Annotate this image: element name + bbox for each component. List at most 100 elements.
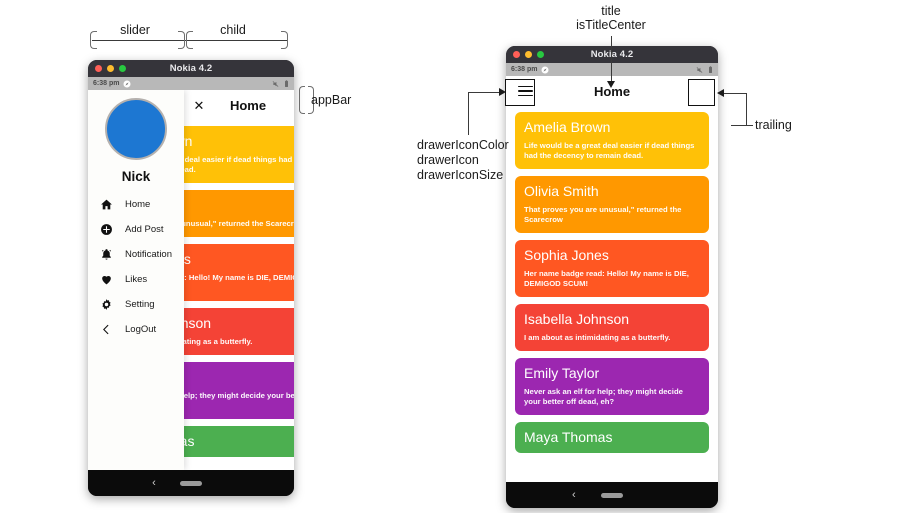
minimize-window-dot[interactable] bbox=[107, 65, 114, 72]
battery-icon bbox=[285, 79, 288, 87]
annotation-is-title-center: isTitleCenter bbox=[576, 18, 646, 32]
close-window-dot[interactable] bbox=[513, 51, 520, 58]
drawer-user-name: Nick bbox=[121, 169, 151, 184]
title-leader-arrow bbox=[607, 81, 615, 88]
annotation-child: child bbox=[220, 23, 246, 37]
list-item[interactable]: Emily Taylor Never ask an elf for help; … bbox=[515, 358, 709, 415]
drawer-item-label: Notification bbox=[125, 249, 172, 260]
right-window-titlebar: Nokia 4.2 bbox=[506, 46, 718, 63]
add-post-icon bbox=[100, 223, 113, 236]
list-item[interactable]: Sophia Jones Her name badge read: Hello!… bbox=[515, 240, 709, 297]
trailing-leader-horizontal-top bbox=[724, 93, 747, 94]
drawer-menu: Home Add Post bbox=[88, 198, 184, 336]
measure-cap-mid-b bbox=[186, 31, 193, 49]
drawer-item-label: LogOut bbox=[125, 324, 157, 335]
gear-icon bbox=[100, 298, 113, 311]
annotation-slider: slider bbox=[120, 23, 150, 37]
avatar[interactable] bbox=[105, 98, 167, 160]
window-traffic-lights[interactable] bbox=[513, 46, 544, 63]
drawer-icon-leader-arrow bbox=[499, 88, 506, 96]
annotation-drawer-icon: drawerIcon bbox=[417, 153, 479, 167]
list-item[interactable]: Isabella Johnson I am about as intimidat… bbox=[515, 304, 709, 351]
right-status-bar: 6:38 pm bbox=[506, 63, 718, 76]
card-name: Emily Taylor bbox=[524, 365, 600, 381]
drawer-item-likes[interactable]: Likes bbox=[100, 273, 184, 286]
drawer-icon-leader-horizontal bbox=[468, 92, 501, 93]
chevron-left-icon[interactable]: ‹ bbox=[571, 489, 576, 501]
left-android-nav-bar: ‹ bbox=[88, 470, 294, 496]
maximize-window-dot[interactable] bbox=[119, 65, 126, 72]
drawer-item-notification[interactable]: Notification bbox=[100, 248, 184, 261]
card-name: Sophia Jones bbox=[524, 247, 609, 263]
heart-icon bbox=[100, 273, 113, 286]
drawer-item-add-post[interactable]: Add Post bbox=[100, 223, 184, 236]
right-appbar-title: Home bbox=[593, 83, 631, 99]
maximize-window-dot[interactable] bbox=[537, 51, 544, 58]
left-appbar-close-button[interactable]: ✕ bbox=[188, 94, 210, 116]
left-phone-screen: ✕ Home Amelia Brown Life would be a grea… bbox=[88, 90, 294, 470]
right-android-nav-bar: ‹ bbox=[506, 482, 718, 508]
card-quote: I am about as intimidating as a butterfl… bbox=[524, 333, 671, 342]
drawer-item-logout[interactable]: LogOut bbox=[100, 323, 184, 336]
card-quote: That proves you are unusual," returned t… bbox=[524, 205, 682, 224]
card-quote: Life would be a great deal easier if dea… bbox=[524, 141, 695, 160]
trailing-leader-vertical bbox=[746, 93, 747, 125]
notification-bell-icon bbox=[100, 248, 113, 261]
measure-cap-mid-a bbox=[178, 31, 185, 49]
card-name: Olivia Smith bbox=[524, 183, 599, 199]
chevron-left-icon bbox=[100, 323, 113, 336]
left-status-bar: 6:38 pm bbox=[88, 77, 294, 90]
battery-icon bbox=[709, 65, 712, 73]
home-pill[interactable] bbox=[601, 492, 623, 498]
drawer-menu-button[interactable] bbox=[514, 80, 536, 102]
card-quote: That proves you are unusual," returned t… bbox=[106, 219, 294, 228]
window-traffic-lights[interactable] bbox=[95, 60, 126, 77]
title-leader-line bbox=[611, 36, 612, 82]
compass-icon bbox=[541, 66, 549, 73]
left-window-titlebar: Nokia 4.2 bbox=[88, 60, 294, 77]
drawer-icon-callout-box bbox=[505, 79, 535, 106]
card-name: Maya Thomas bbox=[524, 429, 613, 445]
drawer-item-label: Likes bbox=[125, 274, 148, 285]
list-item[interactable]: Maya Thomas bbox=[515, 422, 709, 453]
drawer-icon-leader-vertical bbox=[468, 92, 469, 135]
left-phone-window: Nokia 4.2 6:38 pm bbox=[88, 60, 294, 496]
navigation-drawer: Nick Home Add Post bbox=[88, 90, 184, 470]
appbar-bracket-left bbox=[299, 86, 305, 114]
annotation-drawer-icon-size: drawerIconSize bbox=[417, 168, 504, 182]
home-icon bbox=[100, 198, 113, 211]
drawer-item-label: Add Post bbox=[125, 224, 164, 235]
list-item[interactable]: Olivia Smith That proves you are unusual… bbox=[515, 176, 709, 233]
right-status-time: 6:38 pm bbox=[511, 66, 538, 73]
annotation-drawer-icon-color: drawerIconColor bbox=[417, 138, 509, 152]
minimize-window-dot[interactable] bbox=[525, 51, 532, 58]
mute-icon bbox=[696, 66, 703, 73]
annotation-title: title bbox=[601, 4, 621, 18]
hamburger-menu-icon bbox=[517, 85, 533, 97]
right-phone-screen: Home Amelia Brown Life would be a great … bbox=[506, 76, 718, 482]
mute-icon bbox=[272, 80, 279, 87]
list-item[interactable]: Amelia Brown Life would be a great deal … bbox=[515, 112, 709, 169]
trailing-leader-arrow bbox=[717, 89, 724, 97]
chevron-left-icon[interactable]: ‹ bbox=[152, 477, 156, 489]
drawer-item-home[interactable]: Home bbox=[100, 198, 184, 211]
left-status-time: 6:38 pm bbox=[93, 80, 120, 87]
close-window-dot[interactable] bbox=[95, 65, 102, 72]
close-icon: ✕ bbox=[193, 97, 205, 113]
left-window-title: Nokia 4.2 bbox=[169, 63, 213, 74]
card-quote: Her name badge read: Hello! My name is D… bbox=[524, 269, 689, 288]
right-card-list: Amelia Brown Life would be a great deal … bbox=[506, 106, 718, 459]
trailing-leader-horizontal-bottom bbox=[731, 125, 753, 126]
annotation-trailing: trailing bbox=[755, 118, 792, 132]
appbar-bracket-right bbox=[308, 86, 314, 114]
home-pill[interactable] bbox=[180, 480, 202, 486]
compass-icon bbox=[123, 80, 131, 87]
trailing-callout-box bbox=[688, 79, 715, 106]
right-phone-window: Nokia 4.2 6:38 pm bbox=[506, 46, 718, 508]
card-quote: Never ask an elf for help; they might de… bbox=[524, 387, 683, 406]
left-appbar-title: Home bbox=[229, 97, 267, 113]
drawer-item-setting[interactable]: Setting bbox=[100, 298, 184, 311]
annotation-appbar: appBar bbox=[311, 93, 352, 107]
slider-child-measure-line bbox=[92, 40, 288, 41]
